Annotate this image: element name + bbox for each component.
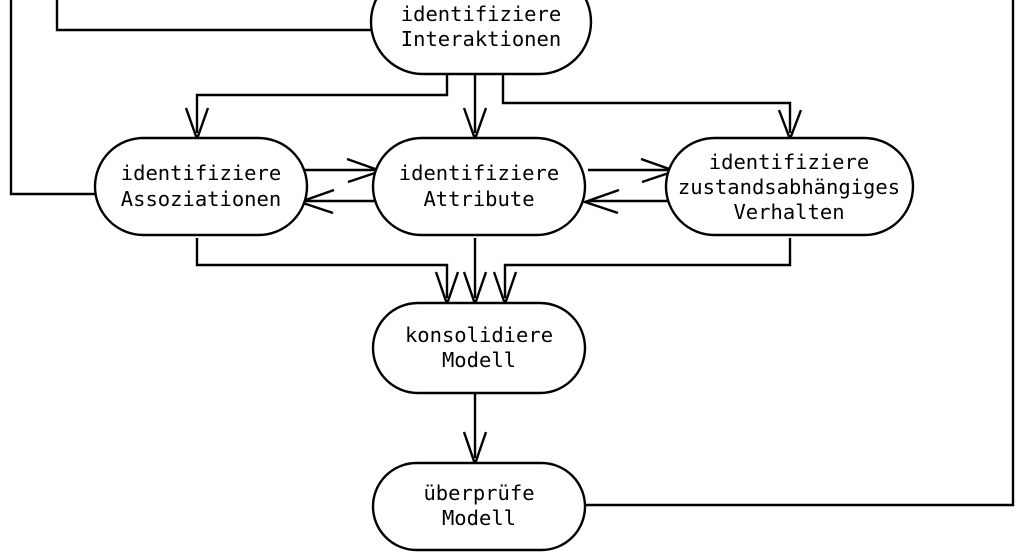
node-label-ueberpruefe-line1: überprüfe [423, 481, 534, 505]
node-identifiziere-attribute[interactable]: identifiziere Attribute [371, 136, 587, 237]
edge-interaktionen-to-verhalten [501, 74, 792, 133]
node-label-verhalten-line1: identifiziere [709, 150, 869, 174]
node-shape-verhalten [664, 136, 915, 237]
node-label-konsolidiere-line1: konsolidiere [405, 323, 553, 347]
node-label-assoziationen-line1: identifiziere [121, 161, 281, 185]
edge-assoziationen-to-konsolidiere [195, 238, 449, 298]
node-shape-ueberpruefe [371, 461, 587, 552]
node-label-interaktionen-line1: identifiziere [401, 2, 561, 26]
edge-assoziationen-feedback-loop-left [9, 0, 108, 196]
node-shape-konsolidiere [371, 301, 587, 395]
node-label-konsolidiere-line2: Modell [442, 348, 516, 372]
node-ueberpruefe-modell[interactable]: überprüfe Modell [371, 461, 587, 552]
node-label-interaktionen-line2: Interaktionen [401, 27, 561, 51]
node-identifiziere-zustandsabhaengiges-verhalten[interactable]: identifiziere zustandsabhängiges Verhalt… [664, 136, 915, 237]
edge-offscreen-left-to-interaktionen [55, 0, 392, 32]
edge-interaktionen-to-assoziationen [195, 74, 449, 133]
node-label-verhalten-line3: Verhalten [733, 200, 844, 224]
edge-verhalten-to-konsolidiere [503, 238, 792, 298]
node-label-ueberpruefe-line2: Modell [442, 506, 516, 530]
node-layer: identifiziere Interaktionen identifizier… [93, 0, 915, 552]
node-label-attribute-line2: Attribute [423, 187, 534, 211]
node-shape-assoziationen [93, 136, 309, 237]
edge-ueberpruefe-feedback-loop-right [578, 0, 1015, 507]
edge-layer [9, 0, 1015, 507]
node-shape-interaktionen [369, 0, 593, 76]
arrowhead-to-attribute-right [581, 188, 620, 215]
node-label-assoziationen-line2: Assoziationen [121, 187, 281, 211]
node-identifiziere-interaktionen[interactable]: identifiziere Interaktionen [369, 0, 593, 76]
node-konsolidiere-modell[interactable]: konsolidiere Modell [371, 301, 587, 395]
node-label-attribute-line1: identifiziere [399, 161, 559, 185]
node-identifiziere-assoziationen[interactable]: identifiziere Assoziationen [93, 136, 309, 237]
node-shape-attribute [371, 136, 587, 237]
node-label-verhalten-line2: zustandsabhängiges [678, 175, 900, 199]
